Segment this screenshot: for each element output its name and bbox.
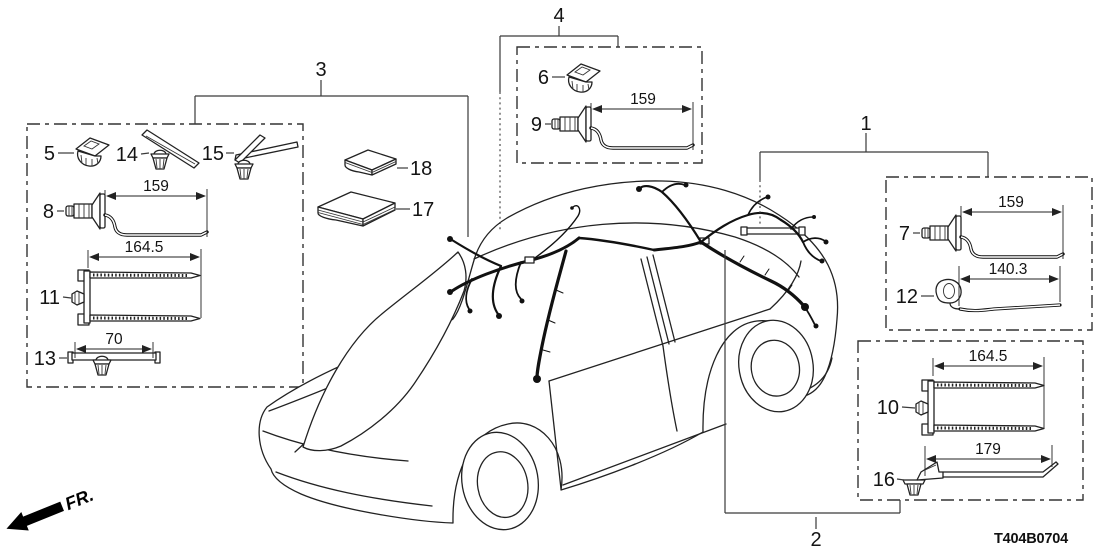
dimension-10-value: 164.5 xyxy=(969,348,1008,365)
front-direction-marker: FR. xyxy=(6,485,96,531)
group-2-callout: 2 xyxy=(810,529,821,551)
callout-bracket-2: 2 xyxy=(724,250,901,551)
part-12-hook-clip: 12 xyxy=(896,278,1062,313)
part-14-blade-clip: 14 xyxy=(116,129,200,170)
car-windshield xyxy=(302,251,467,452)
part-17-callout: 17 xyxy=(412,199,434,221)
dimension-9-value: 159 xyxy=(630,91,656,108)
part-10-callout: 10 xyxy=(877,397,899,419)
part-11-callout: 11 xyxy=(39,287,60,309)
dimension-7-value: 159 xyxy=(998,194,1024,211)
part-15-callout: 15 xyxy=(202,143,224,165)
part-18-pad: 18 xyxy=(344,149,432,180)
callout-bracket-3: 3 xyxy=(194,59,469,237)
part-13-bar-clip: 13 xyxy=(34,348,161,376)
part-16-callout: 16 xyxy=(873,469,895,491)
part-12-callout: 12 xyxy=(896,286,918,308)
group-box-4 xyxy=(516,46,703,164)
part-6-roof-clip: 6 xyxy=(538,63,601,93)
part-18-callout: 18 xyxy=(410,158,432,180)
part-11-double-tie: 11 xyxy=(39,268,202,327)
callout-bracket-4: 4 xyxy=(499,5,619,232)
dimension-8: 159 xyxy=(104,178,208,237)
part-5-callout: 5 xyxy=(44,143,55,165)
dimension-11: 164.5 xyxy=(87,239,202,318)
part-13-callout: 13 xyxy=(34,348,56,370)
part-8-callout: 8 xyxy=(43,201,54,223)
car-rear-wheel xyxy=(738,319,814,413)
group-box-2 xyxy=(857,340,1084,501)
part-6-callout: 6 xyxy=(538,67,549,89)
drawing-code: T404B0704 xyxy=(994,531,1068,547)
dimension-8-value: 159 xyxy=(143,178,169,195)
callout-bracket-1: 1 xyxy=(759,113,989,226)
dimension-12-value: 140.3 xyxy=(989,261,1028,278)
dimension-16-value: 179 xyxy=(975,441,1001,458)
roof-wire-harness xyxy=(447,182,829,383)
part-7-cable-tie: 7 xyxy=(899,213,1065,259)
group-1-callout: 1 xyxy=(860,113,871,135)
part-10-double-tie: 10 xyxy=(877,378,1046,437)
dimension-7: 159 xyxy=(960,194,1064,259)
dimension-9: 159 xyxy=(590,91,694,150)
part-9-cable-tie: 9 xyxy=(531,104,695,150)
group-box-3 xyxy=(26,123,304,388)
dimension-13: 70 xyxy=(74,331,154,358)
front-arrow-icon xyxy=(6,501,64,531)
group-4-callout: 4 xyxy=(553,5,564,27)
part-16-rod-bracket: 16 xyxy=(873,461,1059,496)
part-17-pad: 17 xyxy=(317,191,434,227)
dimension-11-value: 164.5 xyxy=(125,239,164,256)
dimension-10: 164.5 xyxy=(932,348,1045,428)
part-14-callout: 14 xyxy=(116,144,138,166)
part-15-cross-blade-clip: 15 xyxy=(202,134,299,180)
dimension-12: 140.3 xyxy=(958,261,1061,306)
part-7-callout: 7 xyxy=(899,223,910,245)
group-3-callout: 3 xyxy=(315,59,326,81)
part-8-cable-tie: 8 xyxy=(43,191,209,237)
group-box-1 xyxy=(885,176,1093,331)
dimension-13-value: 70 xyxy=(105,331,123,348)
part-5-roof-clip: 5 xyxy=(44,137,110,167)
front-marker-label: FR. xyxy=(62,485,96,514)
part-9-callout: 9 xyxy=(531,114,542,136)
car-front-wheel xyxy=(460,431,540,531)
dimension-16: 179 xyxy=(924,441,1053,476)
